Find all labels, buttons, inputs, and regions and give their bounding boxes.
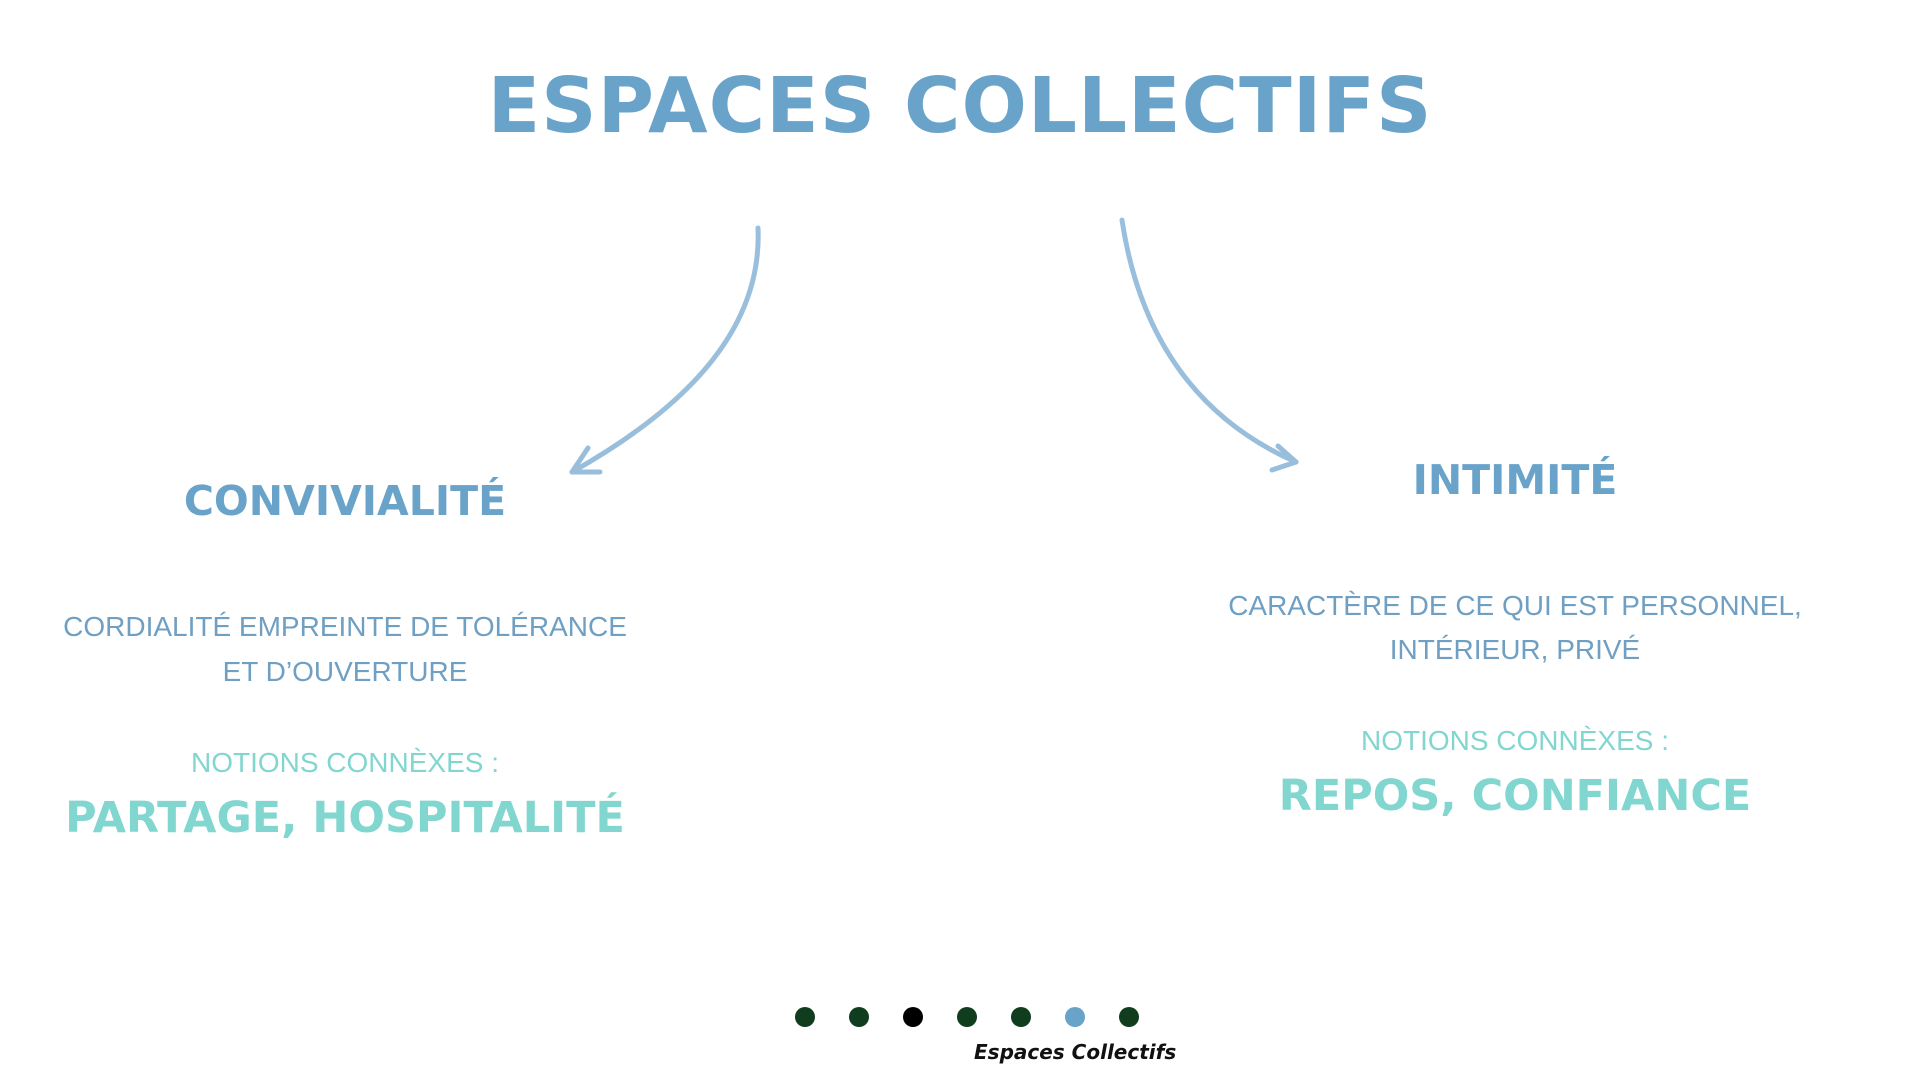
convivialite-notions-label: NOTIONS CONNÈXES : — [190, 747, 500, 778]
intimite-notions-label: NOTIONS CONNÈXES : — [1360, 725, 1670, 756]
nav-dot[interactable] — [1119, 1007, 1139, 1027]
nav-dot-active[interactable] — [1065, 1007, 1085, 1027]
intimite-description-line2: INTÉRIEUR, PRIVÉ — [1389, 634, 1641, 665]
footer-section-label: Espaces Collectifs — [974, 1040, 1177, 1064]
nav-dot[interactable] — [957, 1007, 977, 1027]
intimite-keywords: REPOS, CONFIANCE — [1278, 771, 1752, 821]
convivialite-description-line2: ET D’OUVERTURE — [222, 656, 468, 687]
left-arrow-icon — [569, 225, 761, 475]
nav-dot[interactable] — [849, 1007, 869, 1027]
page-title: ESPACES COLLECTIFS — [487, 62, 1433, 151]
nav-dot[interactable] — [795, 1007, 815, 1027]
convivialite-keywords: PARTAGE, HOSPITALITÉ — [65, 793, 625, 843]
intimite-heading: INTIMITÉ — [1412, 456, 1618, 504]
right-arrow-icon — [1119, 217, 1299, 473]
nav-dot[interactable] — [1011, 1007, 1031, 1027]
convivialite-description-line1: CORDIALITÉ EMPREINTE DE TOLÉRANCE — [63, 611, 627, 642]
intimite-description-line1: CARACTÈRE DE CE QUI EST PERSONNEL, — [1228, 590, 1802, 621]
convivialite-heading: CONVIVIALITÉ — [183, 477, 507, 525]
slide-navigation-dots — [795, 1007, 1139, 1027]
nav-dot[interactable] — [903, 1007, 923, 1027]
